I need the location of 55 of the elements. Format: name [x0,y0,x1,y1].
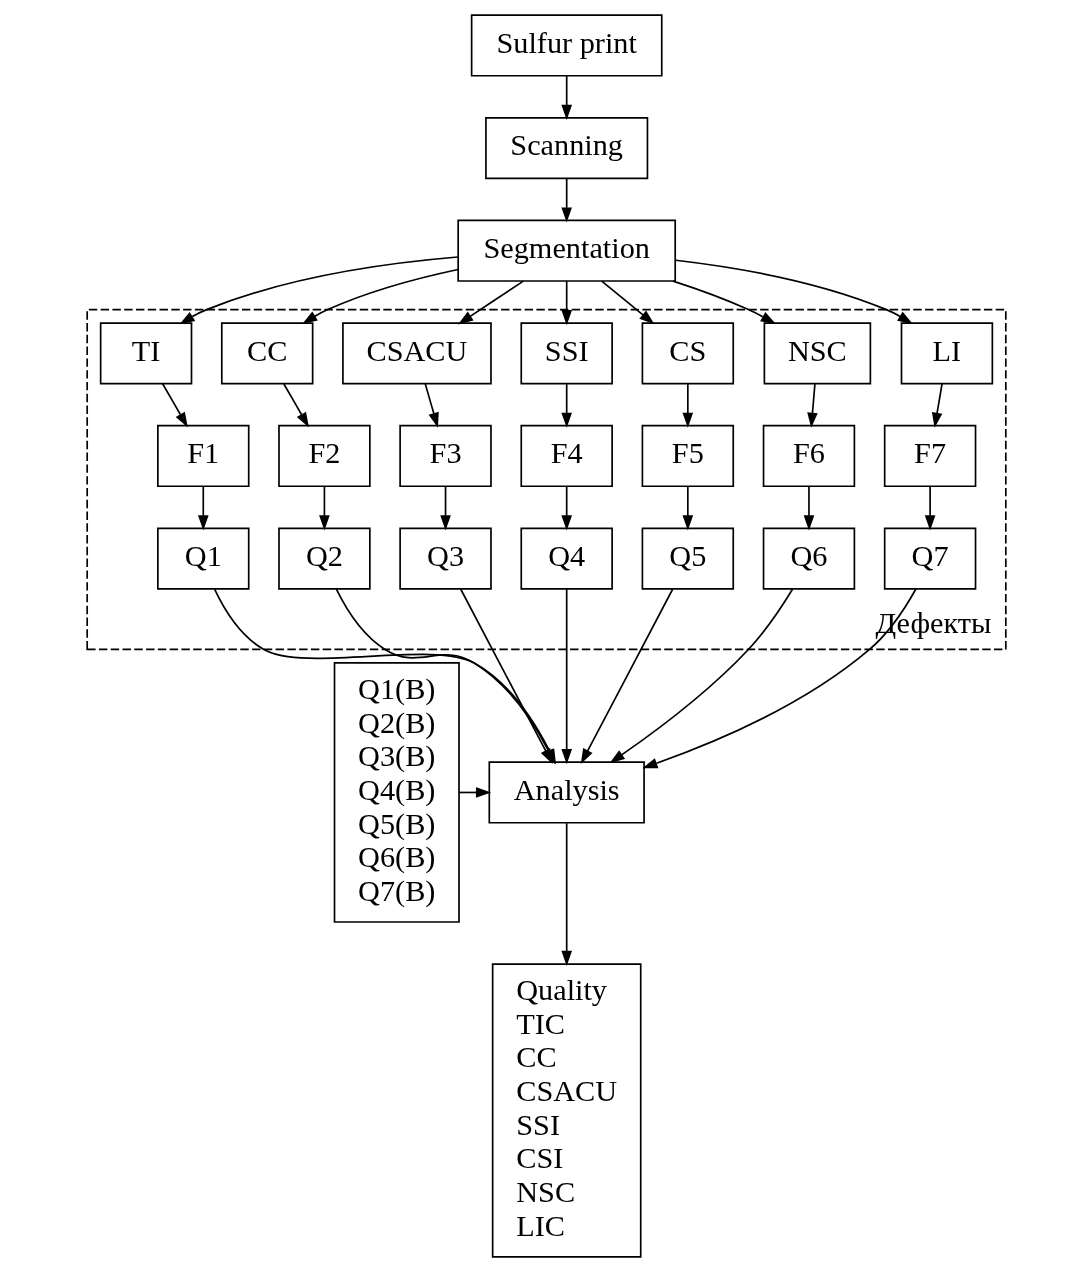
arrow [641,588,917,769]
arrow [600,280,654,325]
arrow [439,485,451,531]
node-box: CC [220,322,313,385]
arrow [560,588,572,765]
node-box: Q3 [398,527,492,590]
node-box: Q7 [883,527,976,590]
node-box: Q2 [277,527,371,590]
arrow [580,588,674,764]
node-box: F3 [398,424,492,488]
node-box: F1 [156,424,250,488]
arrow [423,382,439,428]
arrow [560,822,572,967]
node-box: F4 [519,424,613,488]
node-box: Q4 [519,527,613,590]
arrow [560,382,572,428]
arrow [674,259,913,325]
node-box: Q1(B) Q2(B) Q3(B) Q4(B) Q5(B) Q6(B) Q7(B) [333,662,460,923]
arrow [161,382,188,428]
node-box: NSC [763,322,871,385]
node-box: Analysis [487,761,645,824]
arrow [682,382,693,428]
arrow [301,268,459,325]
node-box: SSI [519,322,613,385]
node-box: F5 [641,424,734,488]
node-box: CSACU [341,322,492,385]
node-box: F6 [762,424,855,488]
node-box: Segmentation [456,219,676,282]
arrow [560,485,572,531]
node-box: Q6 [762,527,855,590]
arrow [179,256,459,325]
arrow [609,588,793,764]
arrow [560,280,572,326]
node-box: TI [99,322,192,385]
node-box: Scanning [484,116,648,180]
node-box: F7 [883,424,976,488]
arrow [806,382,818,428]
node-box: Q5 [641,527,734,590]
node-box: LI [900,322,993,385]
arrow [682,485,693,531]
arrow [924,485,935,531]
arrow [457,280,524,325]
arrow [560,177,572,223]
arrow [318,485,330,531]
arrow [803,485,814,531]
node-box: F2 [277,424,371,488]
node-box: Quality TIC CC CSACU SSI CSI NSC LIC [491,963,642,1258]
node-box: Q1 [156,527,250,590]
node-box: Sulfur print [470,14,663,77]
arrow [560,75,572,120]
arrow [671,280,776,325]
arrow [931,382,943,428]
arrow [197,485,209,531]
node-box: CS [641,322,734,385]
arrow [282,382,309,428]
